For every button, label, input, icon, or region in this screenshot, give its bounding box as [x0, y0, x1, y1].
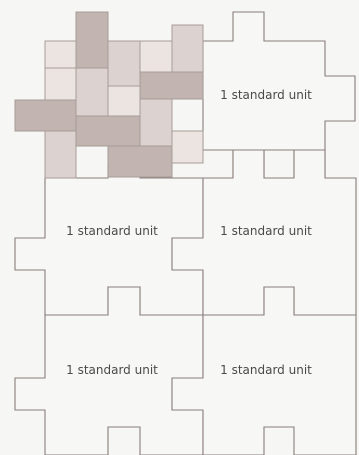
unit-label-bottom-right: 1 standard unit [220, 363, 312, 377]
paver-brick [45, 68, 76, 100]
unit-label-top-right: 1 standard unit [220, 88, 312, 102]
paver-brick [76, 116, 140, 146]
paver-brick [140, 41, 172, 72]
paver-brick [172, 131, 203, 163]
paver-brick [108, 41, 140, 86]
paver-brick [15, 100, 76, 131]
paver-brick [76, 68, 108, 116]
paver-brick [76, 12, 108, 68]
paver-brick [45, 41, 76, 68]
unit-label-middle-right: 1 standard unit [220, 224, 312, 238]
paver-brick [172, 25, 203, 72]
paver-brick [108, 146, 172, 177]
paver-brick [140, 72, 203, 99]
paver-brick [45, 131, 76, 178]
unit-label-bottom-left: 1 standard unit [66, 363, 158, 377]
paver-brick [108, 86, 140, 116]
paver-brick [140, 99, 172, 146]
unit-label-middle-left: 1 standard unit [66, 224, 158, 238]
